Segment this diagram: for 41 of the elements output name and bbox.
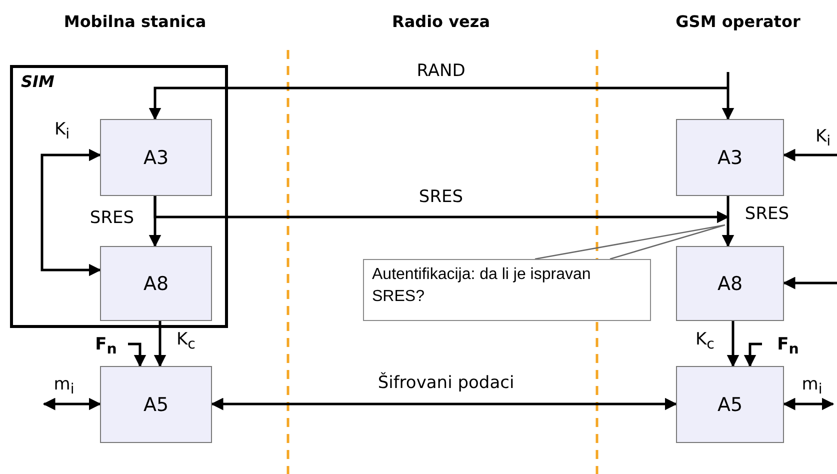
- arrow: [40, 215, 102, 276]
- edge-label: SRES: [744, 204, 790, 224]
- edge-label: F$_{n}$: [95, 334, 117, 358]
- edge-label: K$_{c}$: [696, 329, 714, 353]
- column-heading: Radio veza: [392, 12, 490, 31]
- arrow: [154, 321, 166, 368]
- edge-label: m$_{i}$: [802, 374, 822, 398]
- arrow: [154, 196, 730, 224]
- arrow: [782, 398, 834, 410]
- edge-label: Šifrovani podaci: [378, 373, 514, 393]
- algorithm-block: A8: [100, 246, 212, 321]
- arrow: [128, 342, 146, 368]
- edge-label: m$_{i}$: [54, 374, 74, 398]
- algorithm-block: A3: [676, 119, 784, 196]
- arrow: [40, 148, 102, 215]
- arrow: [722, 196, 734, 248]
- edge-label: SRES: [418, 187, 464, 207]
- edge-label: K$_{i}$: [54, 119, 70, 143]
- arrow: [722, 72, 734, 120]
- sim-card-frame: [10, 65, 228, 328]
- algorithm-block: A5: [100, 366, 212, 443]
- arrow: [726, 321, 740, 368]
- column-heading: GSM operator: [676, 12, 800, 31]
- arrow: [210, 398, 678, 410]
- edge-label: RAND: [416, 61, 466, 81]
- column-heading: Mobilna stanica: [64, 12, 206, 31]
- callout-box: Autentifikacija: da li je ispravan SRES?: [363, 259, 651, 321]
- edge-label: F$_{n}$: [777, 334, 799, 358]
- algorithm-block: A5: [676, 366, 784, 443]
- group-title: SIM: [21, 72, 54, 91]
- arrow: [42, 398, 102, 410]
- algorithm-block: A3: [100, 119, 212, 196]
- arrow: [744, 342, 762, 368]
- leader-line: [534, 224, 726, 260]
- edge-label: K$_{c}$: [176, 329, 196, 353]
- arrow: [148, 86, 728, 120]
- algorithm-block: A8: [676, 246, 784, 321]
- arrow: [782, 276, 837, 290]
- arrow: [782, 148, 837, 162]
- edge-label: SRES: [90, 208, 134, 228]
- edge-label: K$_{i}$: [815, 126, 831, 150]
